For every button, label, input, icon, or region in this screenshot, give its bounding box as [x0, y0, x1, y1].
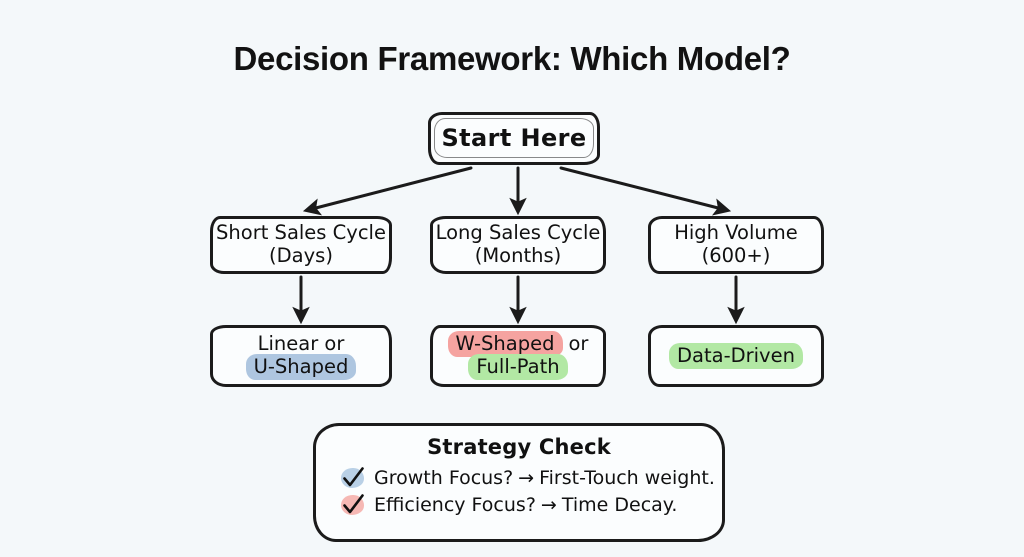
- node-high-volume[interactable]: High Volume (600+): [648, 216, 824, 274]
- node-outcome-data-driven[interactable]: Data-Driven: [648, 325, 824, 387]
- panel-strategy-check: Strategy Check Growth Focus? → First-Tou…: [313, 423, 725, 542]
- strategy-check-item-growth: Growth Focus? → First-Touch weight.: [340, 466, 715, 490]
- outcome-2-highlight-data-driven: Data-Driven: [669, 342, 803, 369]
- node-short-sales-cycle-line1: Short Sales Cycle: [216, 221, 386, 245]
- node-start-here[interactable]: Start Here: [428, 112, 600, 165]
- node-high-volume-line1: High Volume: [674, 221, 798, 245]
- check-icon-red: [340, 493, 367, 517]
- right-arrow-icon: →: [518, 467, 535, 489]
- page-title: Decision Framework: Which Model?: [233, 40, 791, 77]
- outcome-1-conjunction: or: [568, 332, 589, 356]
- node-long-sales-cycle-line2: (Months): [474, 244, 562, 267]
- node-start-here-label: Start Here: [441, 123, 587, 152]
- outcome-0-line1: Linear or: [257, 332, 345, 356]
- node-long-sales-cycle[interactable]: Long Sales Cycle (Months): [430, 216, 606, 274]
- strategy-item-1-question: Efficiency Focus?: [374, 494, 536, 516]
- strategy-item-0-answer: First-Touch weight.: [539, 467, 715, 489]
- node-long-sales-cycle-line1: Long Sales Cycle: [435, 221, 601, 245]
- right-arrow-icon: →: [540, 494, 557, 516]
- node-outcome-linear-u-shaped[interactable]: Linear or U-Shaped: [210, 325, 392, 387]
- strategy-item-0-question: Growth Focus?: [374, 467, 514, 489]
- outcome-1-highlight-full-path: Full-Path: [468, 354, 568, 380]
- strategy-check-item-efficiency: Efficiency Focus? → Time Decay.: [340, 493, 706, 517]
- strategy-check-title: Strategy Check: [427, 435, 611, 459]
- outcome-0-highlight-u-shaped: U-Shaped: [245, 354, 357, 380]
- arrow-start-to-short: [302, 166, 473, 216]
- node-short-sales-cycle[interactable]: Short Sales Cycle (Days): [210, 216, 392, 274]
- outcome-1-highlight-w-shaped: W-Shaped: [447, 331, 563, 358]
- arrow-start-to-high: [559, 166, 732, 216]
- strategy-item-1-answer: Time Decay.: [561, 494, 678, 516]
- node-short-sales-cycle-line2: (Days): [269, 244, 333, 267]
- node-high-volume-line2: (600+): [701, 244, 771, 267]
- check-icon-blue: [340, 466, 367, 490]
